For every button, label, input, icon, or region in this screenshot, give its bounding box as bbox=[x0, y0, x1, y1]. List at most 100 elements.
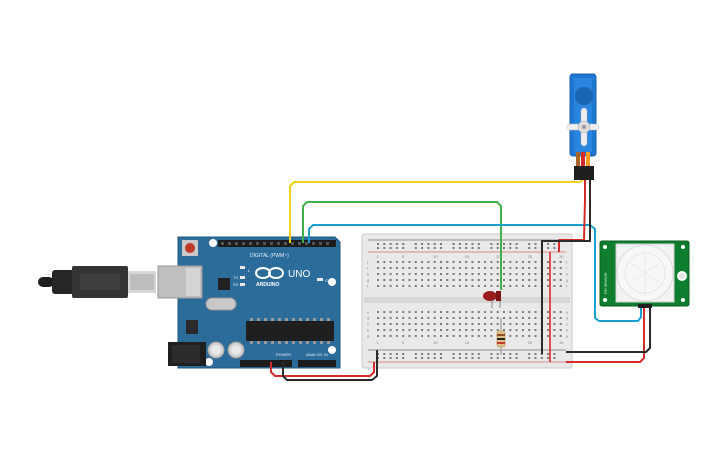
breadboard-hole[interactable] bbox=[490, 285, 493, 287]
breadboard-hole[interactable] bbox=[427, 329, 430, 331]
breadboard-hole[interactable] bbox=[433, 353, 436, 355]
breadboard-hole[interactable] bbox=[540, 357, 543, 359]
breadboard-hole[interactable] bbox=[559, 323, 562, 325]
breadboard-hole[interactable] bbox=[509, 353, 512, 355]
breadboard-hole[interactable] bbox=[559, 279, 562, 281]
breadboard-hole[interactable] bbox=[389, 311, 392, 313]
reset-button-cap[interactable] bbox=[185, 243, 195, 253]
breadboard-hole[interactable] bbox=[383, 317, 386, 319]
breadboard-hole[interactable] bbox=[383, 267, 386, 269]
wire-pir-black[interactable] bbox=[566, 306, 651, 353]
breadboard-hole[interactable] bbox=[490, 329, 493, 331]
breadboard-hole[interactable] bbox=[477, 311, 480, 313]
breadboard-hole[interactable] bbox=[528, 357, 531, 359]
breadboard-hole[interactable] bbox=[471, 247, 474, 249]
breadboard-hole[interactable] bbox=[458, 285, 461, 287]
breadboard-hole[interactable] bbox=[496, 357, 499, 359]
breadboard-hole[interactable] bbox=[534, 329, 537, 331]
breadboard-hole[interactable] bbox=[433, 273, 436, 275]
breadboard-hole[interactable] bbox=[421, 323, 424, 325]
breadboard-hole[interactable] bbox=[534, 267, 537, 269]
breadboard-hole[interactable] bbox=[496, 317, 499, 319]
breadboard-hole[interactable] bbox=[452, 273, 455, 275]
breadboard-hole[interactable] bbox=[389, 285, 392, 287]
breadboard-hole[interactable] bbox=[421, 335, 424, 337]
breadboard-hole[interactable] bbox=[440, 261, 442, 263]
breadboard-hole[interactable] bbox=[465, 273, 468, 275]
breadboard-hole[interactable] bbox=[477, 285, 480, 287]
analog-header[interactable] bbox=[298, 360, 336, 367]
breadboard-hole[interactable] bbox=[471, 267, 474, 269]
wire-yellow[interactable] bbox=[289, 179, 584, 243]
breadboard-hole[interactable] bbox=[395, 311, 398, 313]
breadboard-hole[interactable] bbox=[389, 247, 392, 249]
breadboard-hole[interactable] bbox=[440, 317, 442, 319]
breadboard-hole[interactable] bbox=[383, 247, 386, 249]
breadboard-hole[interactable] bbox=[553, 285, 556, 287]
breadboard-hole[interactable] bbox=[465, 317, 468, 319]
breadboard-hole[interactable] bbox=[402, 329, 405, 331]
breadboard-hole[interactable] bbox=[389, 357, 392, 359]
breadboard-hole[interactable] bbox=[471, 243, 474, 245]
breadboard-hole[interactable] bbox=[509, 323, 512, 325]
breadboard-hole[interactable] bbox=[528, 261, 531, 263]
breadboard-hole[interactable] bbox=[440, 267, 442, 269]
breadboard-hole[interactable] bbox=[534, 273, 537, 275]
breadboard-hole[interactable] bbox=[440, 279, 442, 281]
breadboard-hole[interactable] bbox=[395, 261, 398, 263]
breadboard-hole[interactable] bbox=[515, 317, 518, 319]
breadboard-hole[interactable] bbox=[458, 323, 461, 325]
breadboard-hole[interactable] bbox=[421, 247, 424, 249]
breadboard-hole[interactable] bbox=[452, 311, 455, 313]
breadboard-hole[interactable] bbox=[377, 317, 379, 319]
breadboard-hole[interactable] bbox=[521, 323, 524, 325]
breadboard-hole[interactable] bbox=[521, 273, 524, 275]
breadboard-hole[interactable] bbox=[446, 311, 449, 313]
breadboard-hole[interactable] bbox=[389, 353, 392, 355]
breadboard-hole[interactable] bbox=[395, 353, 398, 355]
breadboard-hole[interactable] bbox=[433, 243, 436, 245]
breadboard-hole[interactable] bbox=[433, 261, 436, 263]
breadboard-hole[interactable] bbox=[477, 335, 480, 337]
breadboard-hole[interactable] bbox=[465, 261, 468, 263]
breadboard-hole[interactable] bbox=[515, 279, 518, 281]
breadboard-hole[interactable] bbox=[503, 357, 505, 359]
breadboard-hole[interactable] bbox=[515, 329, 518, 331]
breadboard-hole[interactable] bbox=[559, 317, 562, 319]
breadboard-hole[interactable] bbox=[521, 329, 524, 331]
breadboard-hole[interactable] bbox=[427, 279, 430, 281]
breadboard-hole[interactable] bbox=[553, 267, 556, 269]
breadboard-hole[interactable] bbox=[515, 261, 518, 263]
breadboard-hole[interactable] bbox=[458, 267, 461, 269]
breadboard-hole[interactable] bbox=[509, 261, 512, 263]
breadboard-hole[interactable] bbox=[427, 335, 430, 337]
breadboard-hole[interactable] bbox=[503, 323, 505, 325]
breadboard-hole[interactable] bbox=[553, 323, 556, 325]
breadboard-hole[interactable] bbox=[383, 261, 386, 263]
breadboard-hole[interactable] bbox=[471, 323, 474, 325]
breadboard-hole[interactable] bbox=[414, 279, 417, 281]
breadboard-hole[interactable] bbox=[433, 285, 436, 287]
breadboard-hole[interactable] bbox=[421, 267, 424, 269]
breadboard-hole[interactable] bbox=[395, 323, 398, 325]
breadboard-hole[interactable] bbox=[408, 311, 411, 313]
breadboard-hole[interactable] bbox=[490, 247, 493, 249]
breadboard-hole[interactable] bbox=[440, 357, 442, 359]
breadboard-hole[interactable] bbox=[458, 335, 461, 337]
breadboard-hole[interactable] bbox=[490, 273, 493, 275]
breadboard-hole[interactable] bbox=[528, 273, 531, 275]
breadboard-hole[interactable] bbox=[515, 311, 518, 313]
breadboard-hole[interactable] bbox=[402, 311, 405, 313]
breadboard-hole[interactable] bbox=[528, 267, 531, 269]
arduino-uno-board[interactable]: DIGITAL (PWM~) L TX RX ON UNO ARDUINO PO… bbox=[157, 236, 341, 369]
breadboard-hole[interactable] bbox=[427, 317, 430, 319]
pir-sensor[interactable]: PIR SENSOR GND OUT VCC bbox=[599, 240, 695, 308]
breadboard-hole[interactable] bbox=[421, 261, 424, 263]
breadboard-hole[interactable] bbox=[465, 335, 468, 337]
breadboard-hole[interactable] bbox=[559, 285, 562, 287]
breadboard-hole[interactable] bbox=[440, 247, 442, 249]
breadboard-hole[interactable] bbox=[440, 323, 442, 325]
breadboard-hole[interactable] bbox=[414, 357, 417, 359]
breadboard-hole[interactable] bbox=[547, 357, 550, 359]
breadboard-hole[interactable] bbox=[465, 357, 468, 359]
